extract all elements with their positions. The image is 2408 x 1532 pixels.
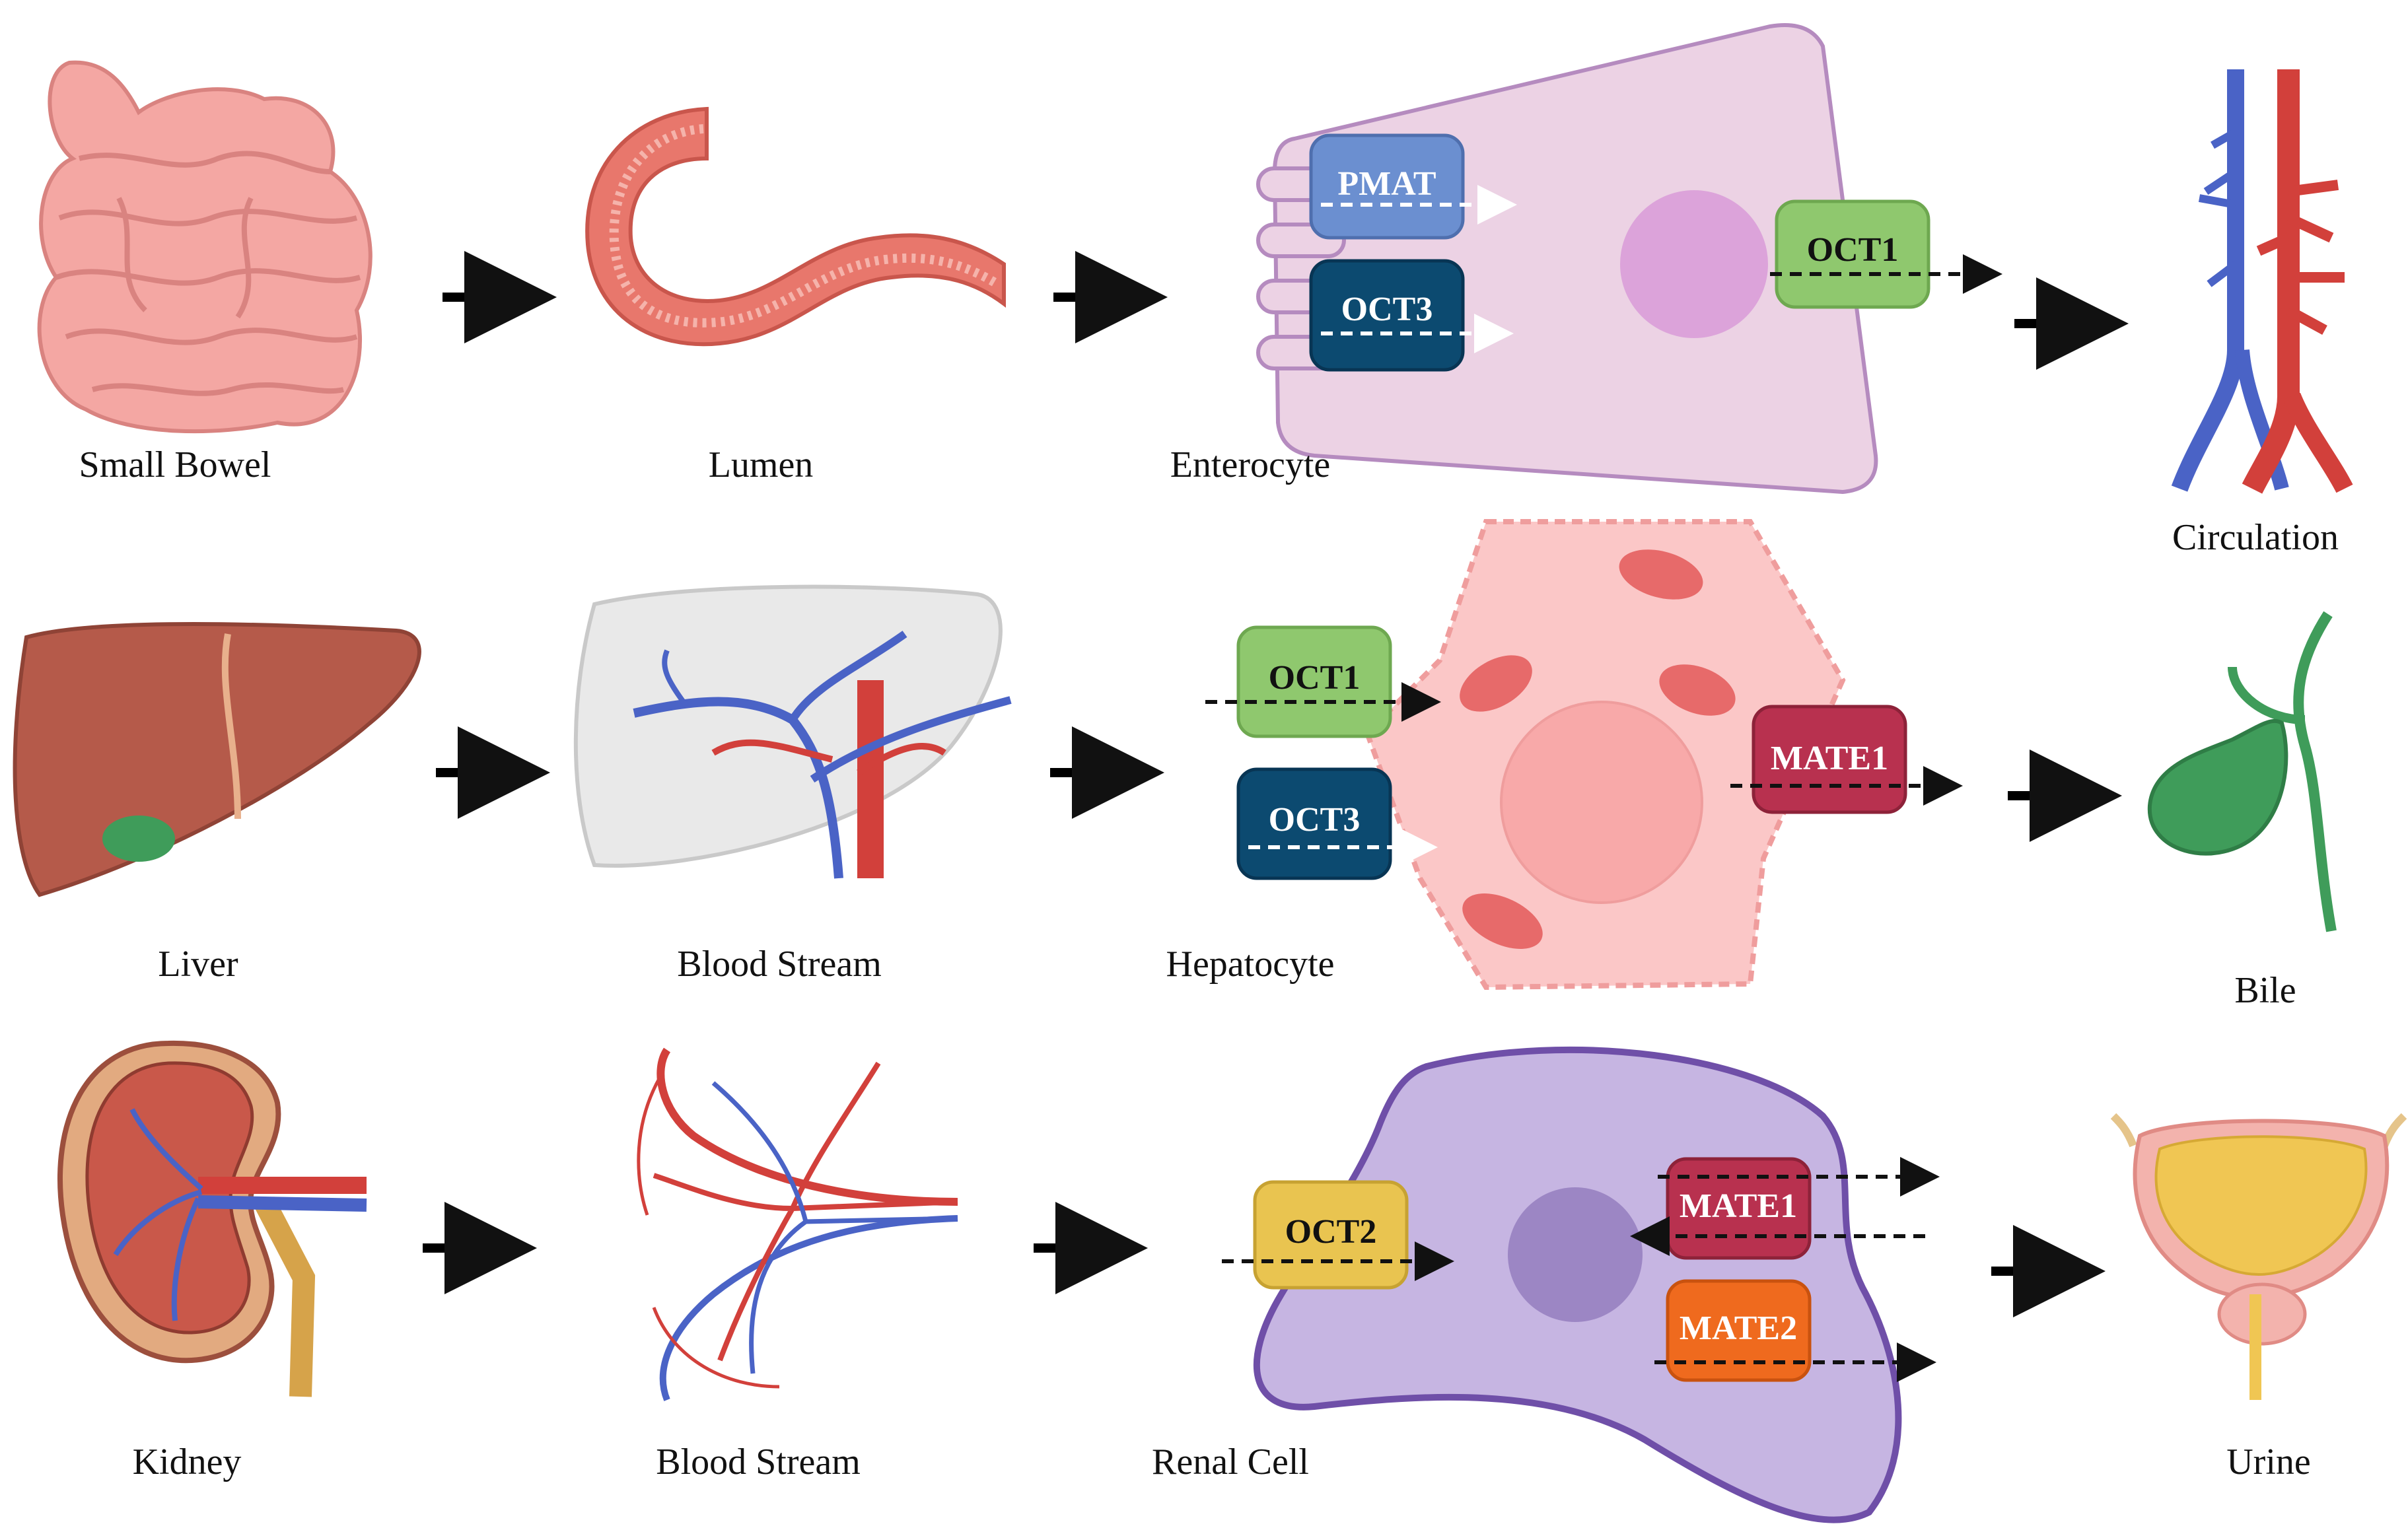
mitochondrion <box>1460 655 1532 712</box>
label-blood-stream-renal: Blood Stream <box>656 1442 861 1482</box>
label-circulation: Circulation <box>2172 517 2339 558</box>
mate2-transporter: MATE2 <box>1654 1279 1936 1382</box>
label-urine: Urine <box>2226 1442 2311 1482</box>
oct3-transporter-enterocyte: OCT3 <box>1309 259 1514 372</box>
oct3-label-enterocyte: OCT3 <box>1341 291 1433 328</box>
oct3-label-hepatocyte: OCT3 <box>1269 801 1361 839</box>
mitochondrion <box>1619 549 1703 600</box>
label-lumen: Lumen <box>709 444 814 485</box>
liver-illustration <box>13 622 421 897</box>
mitochondrion <box>1462 893 1543 949</box>
label-enterocyte: Enterocyte <box>1170 444 1331 485</box>
label-liver: Liver <box>158 944 238 985</box>
kidney-illustration <box>57 1040 367 1397</box>
mitochondrion <box>1659 664 1736 716</box>
oct2-label: OCT2 <box>1285 1213 1377 1251</box>
mate1-transporter-hepatocyte: MATE1 <box>1730 705 1963 814</box>
small-bowel-illustration <box>37 60 372 434</box>
label-hepatocyte: Hepatocyte <box>1166 944 1335 985</box>
hepatocyte-nucleus <box>1500 701 1703 904</box>
bladder-urine-illustration <box>2110 1113 2407 1400</box>
oct1-transporter-enterocyte: OCT1 <box>1770 199 2002 309</box>
hepatic-blood-stream-illustration <box>573 584 1012 879</box>
gallbladder-under-liver <box>102 816 175 862</box>
bile-gallbladder-illustration <box>2147 611 2337 932</box>
mate2-label: MATE2 <box>1680 1309 1797 1347</box>
renal-blood-stream-illustration <box>637 1047 958 1401</box>
mate1-label-renal: MATE1 <box>1680 1187 1797 1225</box>
label-small-bowel: Small Bowel <box>79 444 271 485</box>
enterocyte-nucleus <box>1620 190 1768 338</box>
oct1-label-enterocyte: OCT1 <box>1807 231 1899 269</box>
mate1-transporter-renal: MATE1 <box>1630 1157 1940 1260</box>
circulation-illustration <box>2171 69 2353 494</box>
pmat-label: PMAT <box>1337 165 1436 203</box>
label-kidney: Kidney <box>133 1442 242 1482</box>
hepatocyte-cell <box>1364 519 1846 991</box>
mate1-label-hepatocyte: MATE1 <box>1771 740 1888 777</box>
label-bile: Bile <box>2234 970 2296 1011</box>
label-renal-cell: Renal Cell <box>1152 1442 1309 1482</box>
oct1-transporter-hepatocyte: OCT1 <box>1205 625 1441 738</box>
label-blood-stream-hepatic: Blood Stream <box>677 944 882 985</box>
oct1-label-hepatocyte: OCT1 <box>1269 659 1361 697</box>
pmat-transporter: PMAT <box>1309 133 1517 240</box>
renal-cell-nucleus <box>1508 1187 1643 1322</box>
oct3-transporter-hepatocyte: OCT3 <box>1236 767 1438 880</box>
lumen-illustration <box>585 106 1006 347</box>
oct2-transporter: OCT2 <box>1222 1180 1454 1290</box>
